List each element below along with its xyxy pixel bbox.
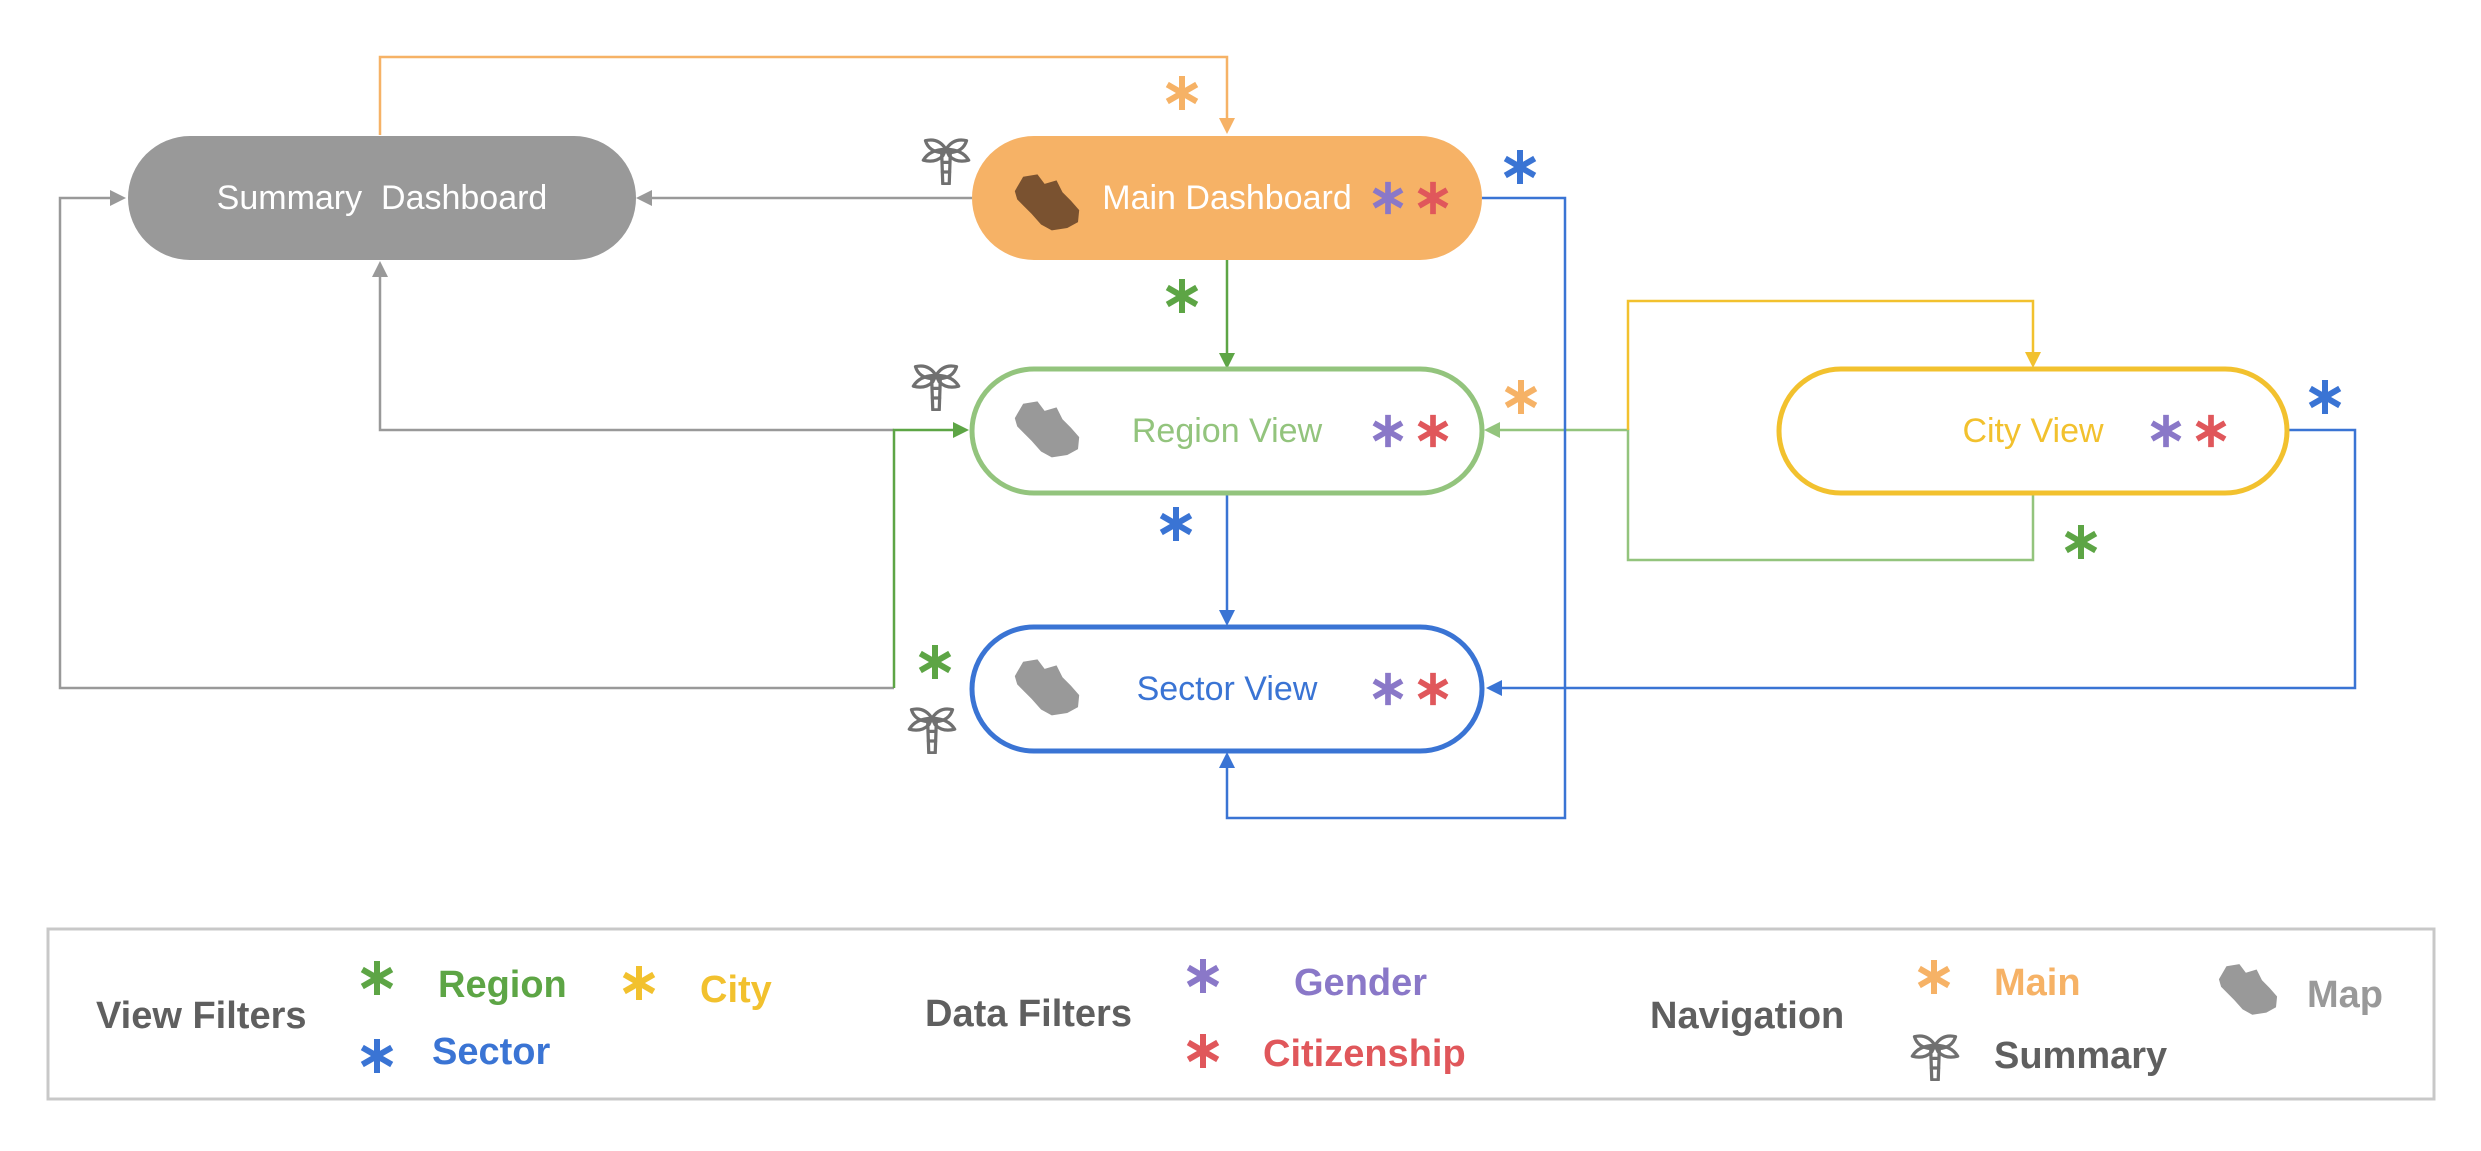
connector-city-to-sector bbox=[1500, 428, 2357, 690]
region-filter-icon bbox=[2066, 525, 2095, 559]
main-filter-icon bbox=[1167, 76, 1196, 110]
legend: View Filters Region City Sector Data Fil… bbox=[46, 927, 2436, 1101]
arrowhead bbox=[2025, 352, 2041, 368]
palm-tree-icon bbox=[907, 707, 957, 754]
arrowhead bbox=[1219, 610, 1235, 626]
connector-sector-to-summary bbox=[58, 196, 894, 690]
arrowhead bbox=[1486, 680, 1502, 696]
connector-city-to-region bbox=[1498, 428, 2035, 562]
connector-city-loop bbox=[1626, 299, 2035, 430]
region-filter-icon bbox=[920, 645, 949, 679]
palm-tree-icon bbox=[921, 138, 971, 185]
palm-tree-icon bbox=[911, 364, 961, 411]
legend-city-label: City bbox=[700, 969, 772, 1011]
city-view-node[interactable]: City View bbox=[1776, 366, 2290, 496]
summary-dashboard-label: Summary Dashboard bbox=[217, 179, 548, 217]
main-dashboard-shape bbox=[972, 136, 1482, 260]
arrowhead bbox=[1484, 422, 1500, 438]
legend-citizenship-label: Citizenship bbox=[1263, 1033, 1466, 1075]
arrowhead bbox=[372, 261, 388, 277]
region-view-shape bbox=[969, 366, 1485, 496]
main-dashboard-node[interactable]: Main Dashboard bbox=[972, 136, 1482, 260]
arrowhead bbox=[953, 422, 969, 438]
legend-summary-label: Summary bbox=[1994, 1035, 2167, 1077]
region-filter-icon bbox=[1167, 279, 1196, 313]
connector-sector-to-region bbox=[892, 428, 955, 688]
city-view-label: City View bbox=[1962, 412, 2104, 450]
sector-filter-icon bbox=[1505, 150, 1534, 184]
connector-region-to-summary bbox=[378, 275, 894, 432]
legend-region-label: Region bbox=[438, 964, 567, 1006]
connectors bbox=[58, 55, 2357, 820]
summary-dashboard-node[interactable]: Summary Dashboard bbox=[128, 136, 636, 260]
city-view-shape bbox=[1776, 366, 2290, 496]
legend-gender-label: Gender bbox=[1294, 962, 1427, 1004]
sector-view-node[interactable]: Sector View bbox=[969, 624, 1485, 754]
legend-view-filters-title: View Filters bbox=[96, 995, 307, 1037]
arrowhead bbox=[636, 190, 652, 206]
legend-frame bbox=[46, 927, 2436, 1101]
arrowhead bbox=[1219, 752, 1235, 768]
sector-view-label: Sector View bbox=[1137, 670, 1318, 708]
legend-sector-label: Sector bbox=[432, 1031, 550, 1073]
region-view-node[interactable]: Region View bbox=[969, 366, 1485, 496]
summary-dashboard-shape bbox=[128, 136, 636, 260]
legend-main-label: Main bbox=[1994, 962, 2081, 1004]
connector-main-to-sector bbox=[1225, 196, 1567, 820]
main-dashboard-label: Main Dashboard bbox=[1102, 179, 1351, 217]
arrowhead bbox=[1219, 353, 1235, 369]
connector-summary-to-main bbox=[378, 55, 1229, 135]
sector-filter-icon bbox=[1161, 507, 1190, 541]
sector-view-shape bbox=[969, 624, 1485, 754]
sector-filter-icon bbox=[2310, 380, 2339, 414]
arrowhead bbox=[1219, 118, 1235, 134]
main-filter-icon bbox=[1506, 380, 1535, 414]
arrowhead bbox=[110, 190, 126, 206]
legend-map-label: Map bbox=[2307, 974, 2383, 1016]
legend-data-filters-title: Data Filters bbox=[925, 993, 1132, 1035]
legend-navigation-title: Navigation bbox=[1650, 995, 1844, 1037]
region-view-label: Region View bbox=[1132, 412, 1323, 450]
